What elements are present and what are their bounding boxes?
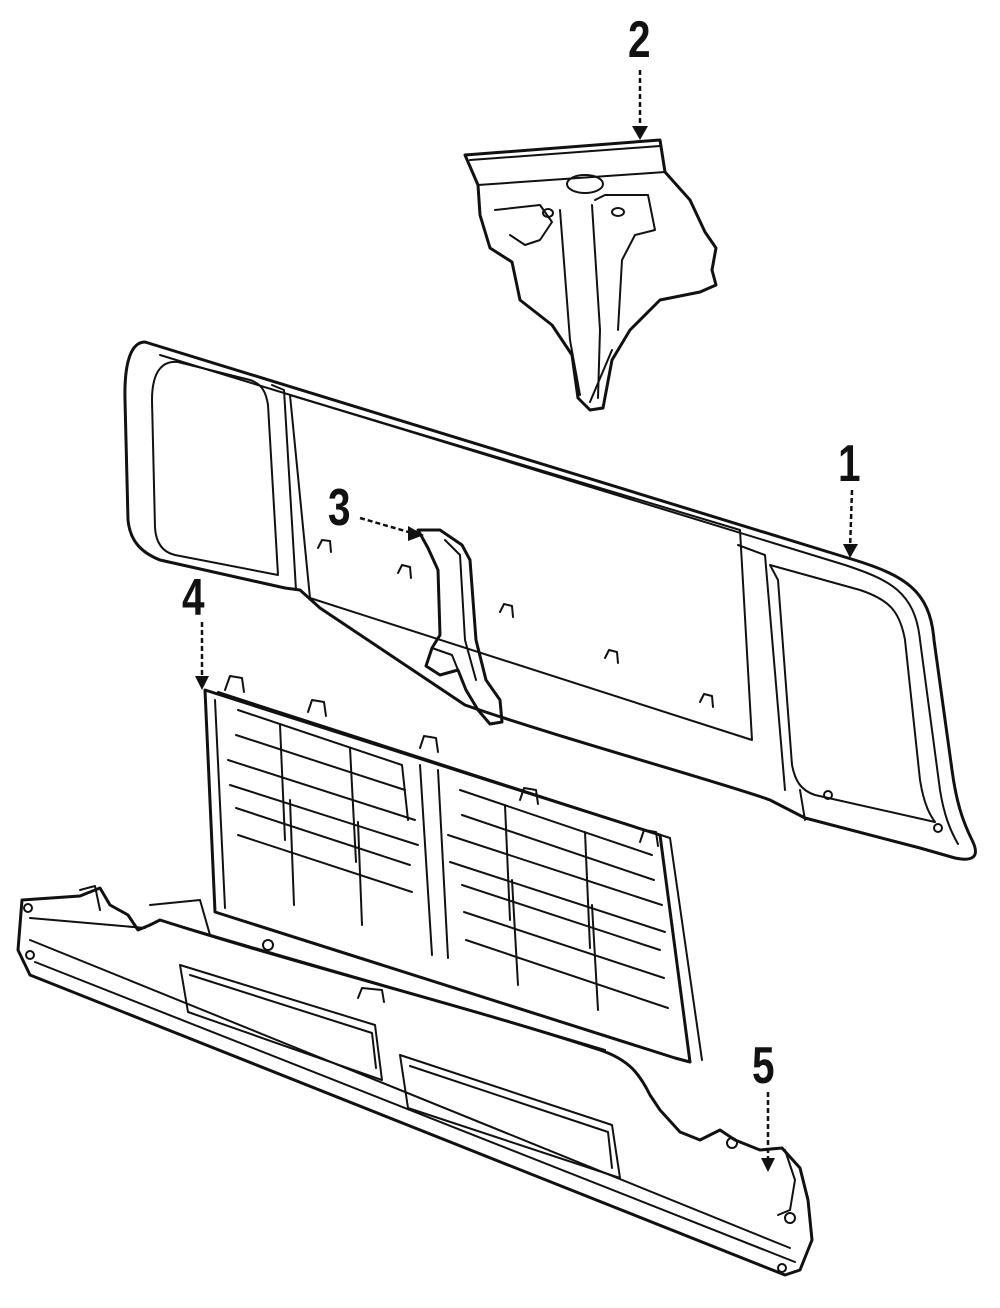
arrow-2: [632, 126, 648, 140]
arrow-3: [408, 526, 424, 541]
leader-lines: [195, 70, 858, 1172]
callout-1: 1: [838, 435, 861, 493]
part-3-center-bracket: [416, 528, 504, 726]
part-5-lower-panel: [16, 885, 814, 1277]
part-2-support-bracket: [463, 138, 718, 412]
callout-5: 5: [752, 1037, 775, 1095]
callout-3: 3: [328, 479, 351, 537]
callout-2: 2: [628, 11, 651, 69]
part-4-grille-insert: [203, 675, 703, 1064]
callout-4: 4: [182, 569, 205, 627]
arrow-4: [195, 676, 209, 690]
part-1-grille-frame: [123, 340, 977, 861]
arrow-1: [843, 544, 858, 558]
arrow-5: [761, 1158, 775, 1172]
